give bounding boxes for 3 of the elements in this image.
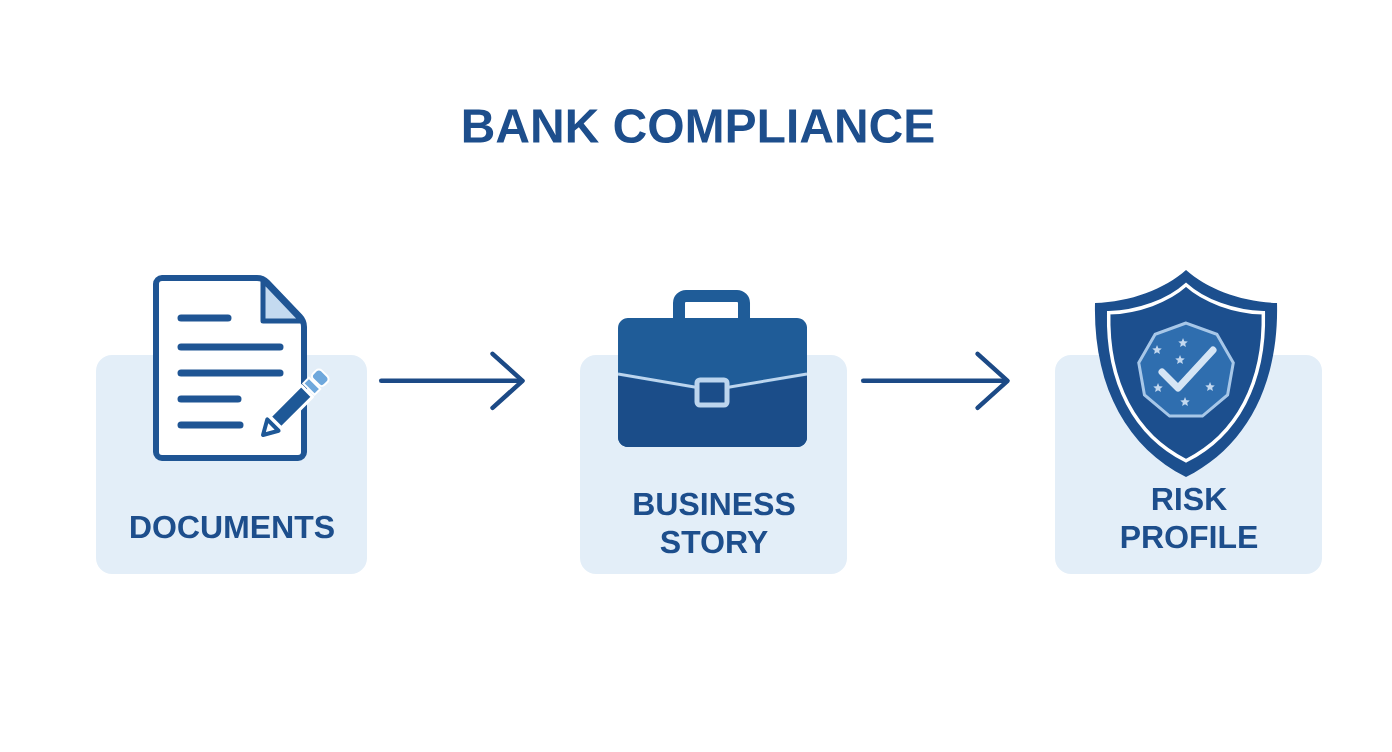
title: BANK COMPLIANCE: [463, 109, 934, 143]
arrow: [378, 351, 525, 411]
arrow: [860, 351, 1010, 411]
